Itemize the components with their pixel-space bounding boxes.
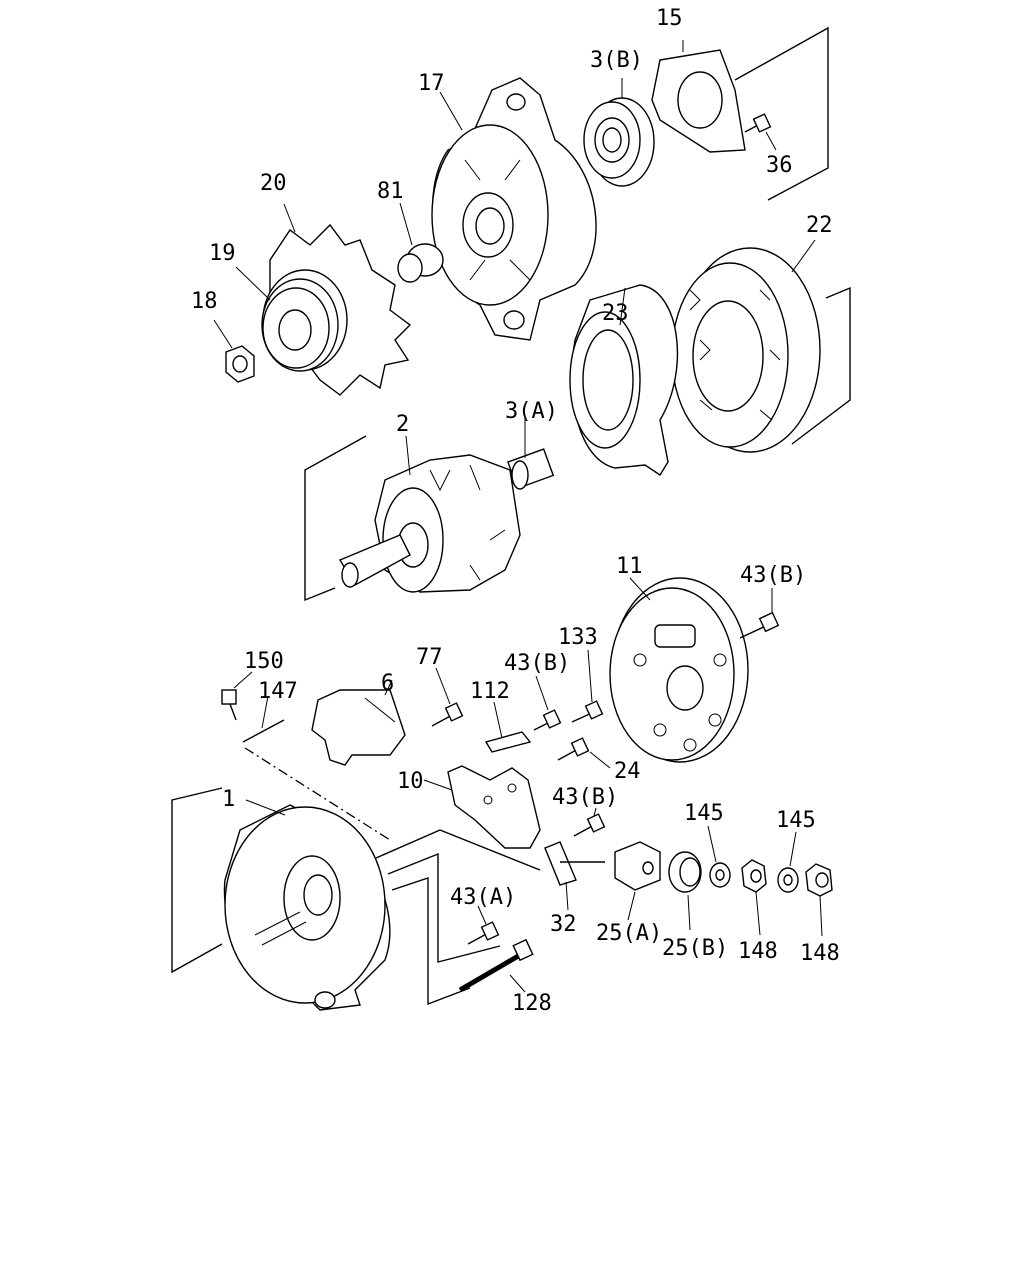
part-77-bolt bbox=[431, 667, 464, 727]
part-32-stud bbox=[544, 841, 605, 911]
label-128: 128 bbox=[512, 991, 552, 1016]
part-2-rotor bbox=[338, 435, 521, 593]
part-23-ring bbox=[569, 284, 679, 476]
part-36-bolt bbox=[744, 113, 777, 151]
label-15: 15 bbox=[656, 6, 683, 31]
label-81: 81 bbox=[377, 179, 404, 204]
part-148-nut-1 bbox=[741, 859, 767, 936]
part-133-bolt bbox=[571, 649, 604, 723]
part-145-washer-1 bbox=[707, 825, 731, 888]
part-43a-bolt bbox=[467, 905, 500, 945]
label-1: 1 bbox=[222, 787, 235, 812]
label-148-2: 148 bbox=[800, 941, 840, 966]
part-11-rear-cover bbox=[609, 577, 749, 763]
part-128-long-bolt bbox=[458, 938, 534, 993]
label-43b-2: 43(B) bbox=[504, 651, 570, 676]
label-147: 147 bbox=[258, 679, 298, 704]
label-32: 32 bbox=[550, 912, 577, 937]
label-19: 19 bbox=[209, 241, 236, 266]
label-6: 6 bbox=[381, 671, 394, 696]
label-10: 10 bbox=[397, 769, 424, 794]
part-15-retainer-plate bbox=[651, 40, 746, 153]
bracket-lines bbox=[171, 26, 851, 1006]
part-145-washer-2 bbox=[777, 831, 799, 893]
label-3b: 3(B) bbox=[590, 48, 643, 73]
part-3b-bearing bbox=[583, 78, 655, 187]
part-150-screw bbox=[221, 671, 253, 721]
label-24: 24 bbox=[614, 759, 641, 784]
label-148-1: 148 bbox=[738, 939, 778, 964]
part-148-nut-2 bbox=[805, 863, 833, 937]
label-22: 22 bbox=[806, 213, 833, 238]
part-24-bolt bbox=[557, 737, 611, 769]
label-36: 36 bbox=[766, 153, 793, 178]
part-43b-bolt-upper bbox=[739, 588, 780, 639]
part-25a-insulator bbox=[614, 841, 661, 921]
label-18: 18 bbox=[191, 289, 218, 314]
part-112-terminal bbox=[484, 701, 532, 753]
part-147-pin bbox=[242, 695, 285, 743]
label-2: 2 bbox=[396, 412, 409, 437]
label-43b-3: 43(B) bbox=[552, 785, 618, 810]
label-25b: 25(B) bbox=[662, 936, 728, 961]
label-77: 77 bbox=[416, 645, 443, 670]
label-145-1: 145 bbox=[684, 801, 724, 826]
part-81-collar bbox=[397, 202, 444, 283]
label-20: 20 bbox=[260, 171, 287, 196]
label-150: 150 bbox=[244, 649, 284, 674]
label-23: 23 bbox=[602, 301, 629, 326]
part-labels: 15 3(B) 17 36 81 20 19 22 18 23 3(A) 2 1… bbox=[191, 6, 840, 1016]
part-18-nut bbox=[213, 319, 255, 383]
label-25a: 25(A) bbox=[596, 921, 662, 946]
part-43b-bolt-middle bbox=[533, 675, 562, 731]
part-10-brush-plate bbox=[423, 765, 541, 849]
part-1-rear-housing bbox=[223, 799, 391, 1011]
part-25b-bushing bbox=[668, 851, 702, 931]
part-43b-bolt-lower bbox=[573, 807, 606, 837]
part-3a-sleeve bbox=[507, 418, 555, 490]
label-43b-1: 43(B) bbox=[740, 563, 806, 588]
label-133: 133 bbox=[558, 625, 598, 650]
label-43a: 43(A) bbox=[450, 885, 516, 910]
label-112: 112 bbox=[470, 679, 510, 704]
label-17: 17 bbox=[418, 71, 445, 96]
part-17-front-housing bbox=[431, 77, 597, 341]
part-6-regulator bbox=[311, 679, 406, 766]
label-3a: 3(A) bbox=[505, 399, 558, 424]
label-11: 11 bbox=[616, 554, 643, 579]
part-22-stator bbox=[671, 239, 821, 453]
label-145-2: 145 bbox=[776, 808, 816, 833]
part-19-pulley bbox=[235, 266, 348, 372]
